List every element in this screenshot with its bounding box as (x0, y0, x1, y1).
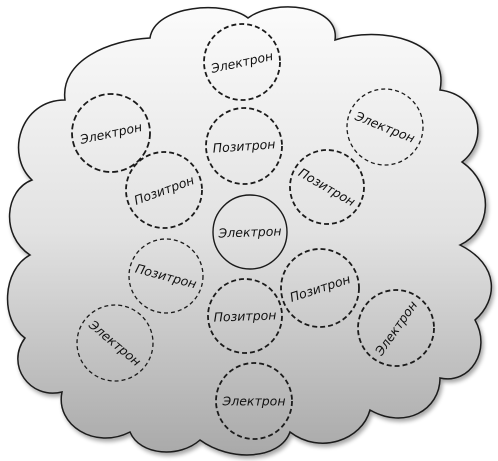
positron-circle (289, 149, 365, 225)
positron-circle (280, 248, 360, 328)
electron-particle: Электрон (215, 362, 293, 440)
electron-circle (71, 93, 151, 173)
electron-circle (76, 304, 154, 382)
positron-label: Позитрон (212, 136, 276, 155)
electron-circle (212, 194, 288, 270)
positron-label: Позитрон (213, 307, 276, 324)
positron-circle (128, 238, 204, 314)
positron-particle: Позитрон (207, 278, 283, 354)
cloud-shape (6, 6, 493, 456)
electron-particle: Электрон (212, 194, 288, 270)
positron-circle (205, 107, 283, 185)
electron-label: Электрон (217, 223, 281, 240)
electron-circle (215, 362, 293, 440)
electron-circle (357, 289, 435, 367)
electron-circle (203, 23, 281, 101)
positron-particle: Позитрон (205, 107, 283, 185)
positron-circle (207, 278, 283, 354)
electron-circle (346, 88, 424, 166)
electron-label: Электрон (222, 394, 286, 409)
positron-circle (125, 151, 203, 229)
